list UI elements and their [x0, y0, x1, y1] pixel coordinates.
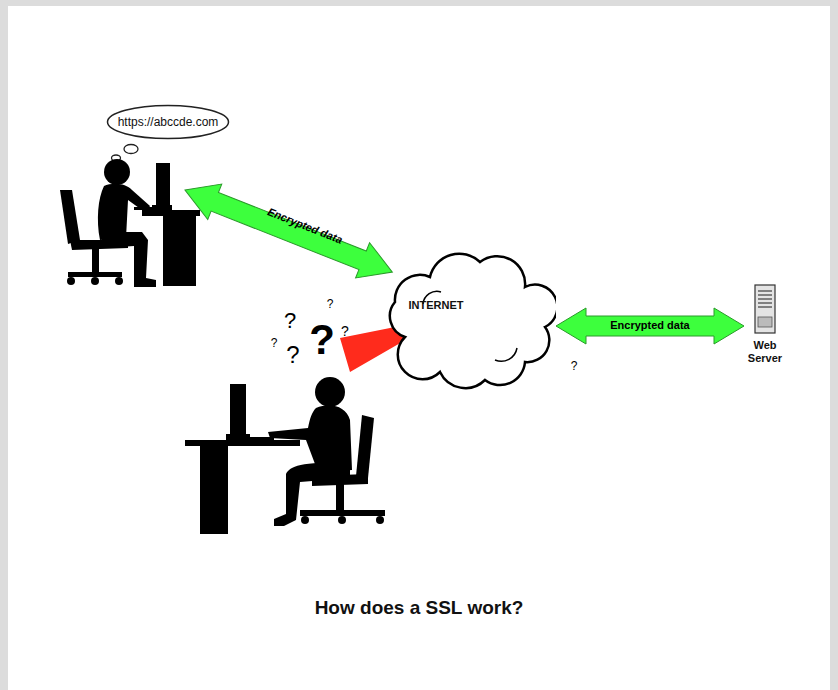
chair-back [60, 190, 80, 244]
head [104, 159, 130, 185]
monitor [156, 163, 170, 207]
page-panel [8, 6, 830, 690]
node-label: Web Server [744, 339, 786, 365]
chair-wheel [115, 277, 123, 285]
thought-dot [124, 145, 138, 154]
chair-wheel [376, 516, 384, 524]
node-label: INTERNET [391, 298, 481, 312]
question-mark: ? [309, 319, 335, 361]
drive-bay [758, 290, 772, 291]
chair-back [356, 415, 374, 478]
torso [268, 405, 352, 472]
drive-bay [758, 306, 772, 307]
cloud-node: INTERNET [375, 242, 556, 392]
monitor-base [226, 434, 250, 440]
legs [274, 462, 350, 526]
drive-bay [758, 294, 772, 295]
eavesdropper-silhouette [185, 377, 385, 534]
question-mark: ? [284, 310, 296, 332]
question-mark: ? [571, 360, 578, 372]
chair-wheel [338, 516, 346, 524]
desk-pedestal [163, 216, 196, 286]
desk-top [142, 210, 200, 216]
server-node: Web Server [744, 283, 786, 375]
monitor [230, 384, 246, 436]
node-outline [375, 242, 556, 392]
chair-base [68, 272, 122, 277]
question-mark: ? [286, 343, 299, 367]
arrow-label: Encrypted data [610, 320, 689, 331]
server-panel [758, 317, 772, 327]
chair-wheel [91, 277, 99, 285]
fat-double-arrow [178, 172, 399, 289]
caption: How does a SSL work? [0, 597, 838, 619]
bubble-node: https://abccde.com [106, 104, 230, 140]
desk-top [185, 440, 300, 446]
server-icon [755, 285, 775, 333]
chair-wheel [301, 516, 309, 524]
chair-base [300, 510, 385, 516]
head [315, 377, 345, 407]
monitor-base [152, 205, 172, 210]
fat-double-arrow [556, 308, 744, 344]
torso [98, 184, 150, 240]
question-mark: ? [327, 298, 334, 310]
encrypted-arrow [178, 172, 399, 289]
chair-stem [92, 248, 99, 273]
drive-bay [758, 302, 772, 303]
cloud-curl [495, 348, 517, 361]
question-mark: ? [341, 324, 349, 338]
node-label: https://abccde.com [106, 104, 230, 140]
chair-wheel [67, 277, 75, 285]
user-silhouette [60, 159, 200, 287]
drive-bay [758, 298, 772, 299]
question-mark: ? [271, 337, 278, 349]
internet-cloud [390, 254, 556, 388]
chair-stem [336, 484, 344, 512]
server-case [755, 285, 775, 333]
desk-pedestal [200, 446, 228, 534]
